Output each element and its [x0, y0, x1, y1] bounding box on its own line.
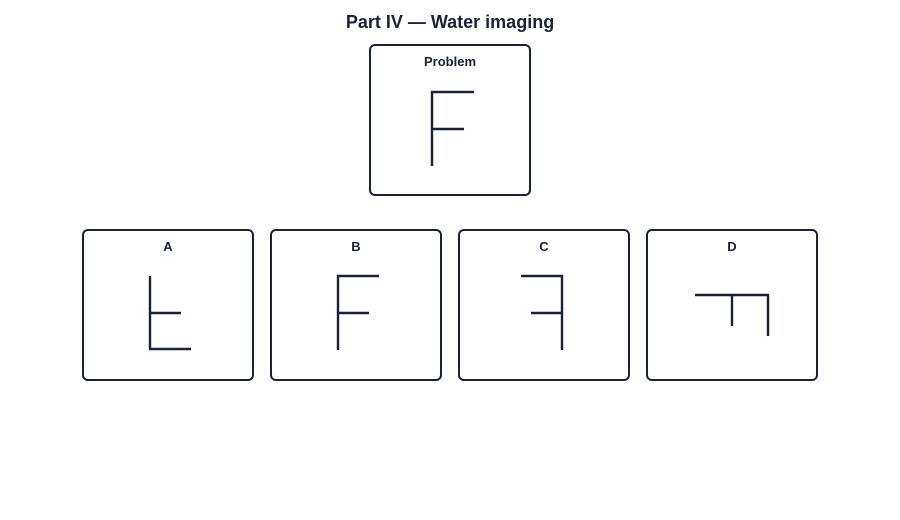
problem-label: Problem — [423, 54, 476, 69]
option-d-figure — [695, 293, 770, 336]
option-b-glyph-stem — [336, 274, 379, 350]
option-c-glyph-stem — [521, 274, 564, 350]
page-title: Part IV — Water imaging — [345, 12, 555, 32]
option-a-card[interactable]: A — [82, 229, 254, 381]
problem-glyph-stem — [430, 90, 474, 166]
option-d-label: D — [727, 239, 737, 254]
option-c-label: C — [539, 239, 549, 254]
option-b-label: B — [351, 239, 361, 254]
option-b-card[interactable]: B — [270, 229, 442, 381]
option-b-figure — [336, 274, 379, 350]
option-a-label: A — [163, 239, 173, 254]
option-c-figure — [521, 274, 564, 350]
option-d-card[interactable]: D — [646, 229, 818, 381]
problem-panel: Problem — [369, 44, 531, 196]
option-a-figure — [148, 276, 191, 351]
option-d-glyph-stem — [695, 293, 770, 336]
option-a-glyph-stem — [148, 276, 191, 351]
option-c-card[interactable]: C — [458, 229, 630, 381]
problem-figure — [430, 90, 474, 166]
